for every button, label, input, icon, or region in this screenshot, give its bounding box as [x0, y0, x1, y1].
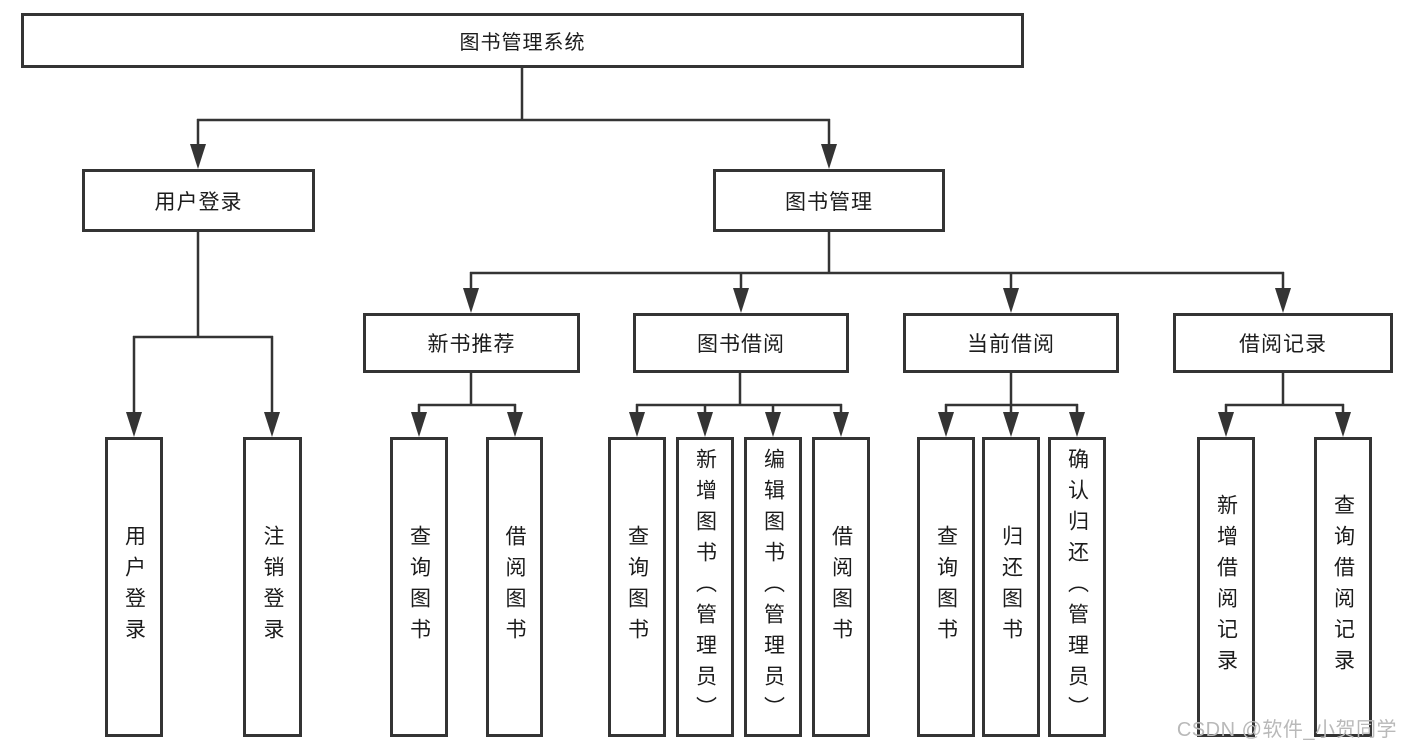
arrowheads	[126, 144, 1351, 437]
arrowhead-icon	[1003, 412, 1019, 437]
leaf-newbook-query-books-label: 查询图书	[407, 525, 431, 649]
leaf-logout: 注销登录	[243, 437, 302, 737]
leaf-edit-books-admin: 编辑图书（管理员）	[744, 437, 802, 737]
connector-lines	[132, 68, 1345, 414]
arrowhead-icon	[507, 412, 523, 437]
node-user-login: 用户登录	[82, 169, 315, 232]
csdn-watermark: CSDN @软件_小贺同学	[1176, 719, 1397, 741]
arrowhead-icon	[1069, 412, 1085, 437]
arrowhead-icon	[629, 412, 645, 437]
arrowhead-icon	[463, 288, 479, 313]
leaf-current-query-books-label: 查询图书	[934, 525, 958, 649]
node-current-borrow: 当前借阅	[903, 313, 1119, 373]
node-current-borrow-label: 当前借阅	[967, 333, 1055, 356]
node-borrow-records-label: 借阅记录	[1239, 333, 1327, 356]
arrowhead-icon	[821, 144, 837, 169]
leaf-borrow-query-books: 查询图书	[608, 437, 666, 737]
node-book-borrow-label: 图书借阅	[697, 333, 785, 356]
node-user-login-label: 用户登录	[154, 190, 243, 214]
leaf-borrow-books-label: 借阅图书	[829, 525, 853, 649]
arrowhead-icon	[697, 412, 713, 437]
arrowhead-icon	[1275, 288, 1291, 313]
arrowhead-icon	[1218, 412, 1234, 437]
leaf-query-borrow-record-label: 查询借阅记录	[1331, 494, 1355, 680]
leaf-add-borrow-record: 新增借阅记录	[1197, 437, 1255, 737]
current-borrow-group-lines	[944, 372, 1079, 414]
arrowhead-icon	[190, 144, 206, 169]
arrowhead-icon	[1335, 412, 1351, 437]
borrow-records-group-lines	[1224, 372, 1345, 414]
arrowhead-icon	[833, 412, 849, 437]
arrowhead-icon	[411, 412, 427, 437]
arrowhead-icon	[765, 412, 781, 437]
arrowhead-icon	[938, 412, 954, 437]
node-root-label: 图书管理系统	[459, 32, 586, 54]
leaf-newbook-query-books: 查询图书	[390, 437, 448, 737]
arrowhead-icon	[264, 412, 280, 437]
leaf-confirm-return-admin-label: 确认归还（管理员）	[1065, 447, 1089, 727]
leaf-edit-books-admin-label: 编辑图书（管理员）	[761, 447, 785, 727]
node-new-book-recommend: 新书推荐	[363, 313, 580, 373]
node-root: 图书管理系统	[21, 13, 1024, 68]
leaf-newbook-borrow-books-label: 借阅图书	[503, 525, 527, 649]
leaf-add-books-admin: 新增图书（管理员）	[676, 437, 734, 737]
login-group-lines	[132, 231, 274, 414]
leaf-borrow-query-books-label: 查询图书	[625, 525, 649, 649]
leaf-current-query-books: 查询图书	[917, 437, 975, 737]
node-new-book-recommend-label: 新书推荐	[427, 333, 516, 356]
leaf-add-borrow-record-label: 新增借阅记录	[1214, 494, 1238, 680]
level3-arrow-shafts	[469, 272, 1285, 290]
node-book-management: 图书管理	[713, 169, 945, 232]
leaf-user-login-label: 用户登录	[122, 525, 146, 649]
leaf-confirm-return-admin: 确认归还（管理员）	[1048, 437, 1106, 737]
arrowhead-icon	[126, 412, 142, 437]
leaf-add-books-admin-label: 新增图书（管理员）	[693, 447, 717, 727]
leaf-user-login: 用户登录	[105, 437, 163, 737]
node-borrow-records: 借阅记录	[1173, 313, 1393, 373]
leaf-newbook-borrow-books: 借阅图书	[486, 437, 543, 737]
leaf-query-borrow-record: 查询借阅记录	[1314, 437, 1372, 737]
level2-arrow-shafts	[196, 119, 831, 146]
node-book-management-label: 图书管理	[785, 190, 873, 214]
leaf-return-books-label: 归还图书	[999, 525, 1023, 649]
arrowhead-icon	[733, 288, 749, 313]
leaf-return-books: 归还图书	[982, 437, 1040, 737]
leaf-borrow-books: 借阅图书	[812, 437, 870, 737]
arrowhead-icon	[1003, 288, 1019, 313]
new-book-group-lines	[417, 372, 517, 414]
book-borrow-group-lines	[635, 372, 843, 414]
node-book-borrow: 图书借阅	[633, 313, 849, 373]
leaf-logout-label: 注销登录	[261, 525, 285, 649]
